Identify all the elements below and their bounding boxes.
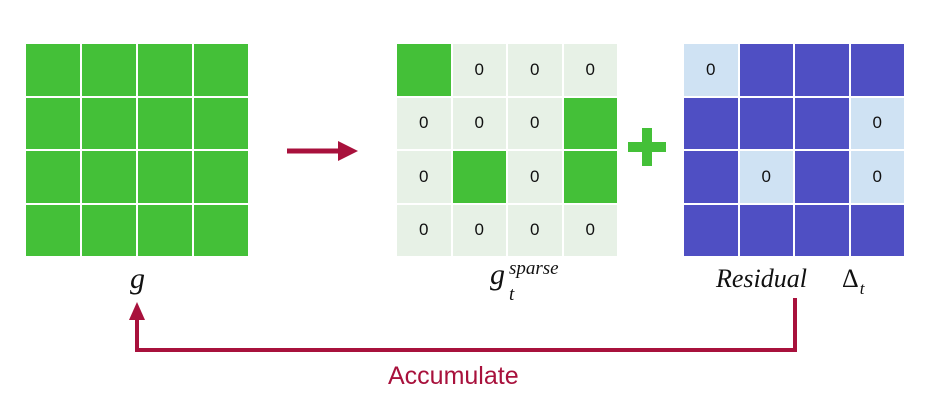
gradient-cell: [194, 44, 248, 96]
residual-delta-label: Δt: [842, 264, 864, 298]
feedback-arrow-path: [135, 298, 797, 352]
residual-cell: [684, 204, 738, 256]
residual-cell: [795, 151, 849, 203]
sparse-cell: 0: [508, 151, 562, 203]
gradient-cell: [194, 97, 248, 149]
sparse-cell: 0: [563, 204, 617, 256]
residual-cell: 0: [850, 151, 904, 203]
gradient-cell: [138, 151, 192, 203]
gradient-cell: [82, 44, 136, 96]
sparse-cell: 0: [397, 204, 451, 256]
residual-cell: [795, 44, 849, 96]
gradient-cell: [138, 97, 192, 149]
residual-cell: 0: [684, 44, 738, 96]
sparse-cell: [452, 151, 506, 203]
gradient-cell: [138, 204, 192, 256]
sparse-cell: 0: [452, 44, 506, 96]
gradient-cell: [194, 151, 248, 203]
residual-cell: [684, 97, 738, 149]
delta-subscript: t: [859, 279, 865, 298]
gradient-cell: [82, 204, 136, 256]
residual-cell: [684, 151, 738, 203]
gradient-cell: [194, 204, 248, 256]
sparse-cell: [563, 97, 617, 149]
sparse-cell: 0: [508, 44, 562, 96]
residual-cell: 0: [739, 151, 793, 203]
residual-cell: 0: [850, 97, 904, 149]
gradient-cell: [26, 151, 80, 203]
residual-cell: [739, 204, 793, 256]
gradient-cell: [26, 204, 80, 256]
residual-cell: [739, 44, 793, 96]
accumulate-label: Accumulate: [388, 362, 519, 390]
sparse-cell: [563, 151, 617, 203]
gradient-cell: [26, 97, 80, 149]
sparse-cell: 0: [508, 97, 562, 149]
residual-cell: [850, 44, 904, 96]
sparse-cell: 0: [397, 97, 451, 149]
sparse-cell: 0: [452, 97, 506, 149]
feedback-arrow-head: [129, 302, 145, 320]
transform-arrow-head: [338, 141, 358, 161]
gradient-cell: [82, 97, 136, 149]
sparse-cell: 0: [563, 44, 617, 96]
gradient-grid: [26, 44, 248, 256]
residual-cell: [795, 204, 849, 256]
gradient-label: g: [130, 262, 145, 295]
sparse-cell: [397, 44, 451, 96]
residual-cell: [850, 204, 904, 256]
gradient-cell: [26, 44, 80, 96]
sparse-cell: 0: [397, 151, 451, 203]
gradient-cell: [82, 151, 136, 203]
plus-sign: [628, 128, 666, 166]
sparse-label-subscript: t: [509, 284, 515, 305]
residual-label: Residual: [716, 264, 807, 293]
gradient-cell: [138, 44, 192, 96]
sparse-label-base: g: [490, 258, 505, 291]
sparse-label-superscript: sparse: [509, 258, 559, 279]
residual-cell: [795, 97, 849, 149]
sparse-gradient-label: g sparse t: [490, 258, 559, 305]
sparse-cell: 0: [452, 204, 506, 256]
residual-cell: [739, 97, 793, 149]
delta-symbol: Δ: [842, 264, 859, 293]
sparse-cell: 0: [508, 204, 562, 256]
